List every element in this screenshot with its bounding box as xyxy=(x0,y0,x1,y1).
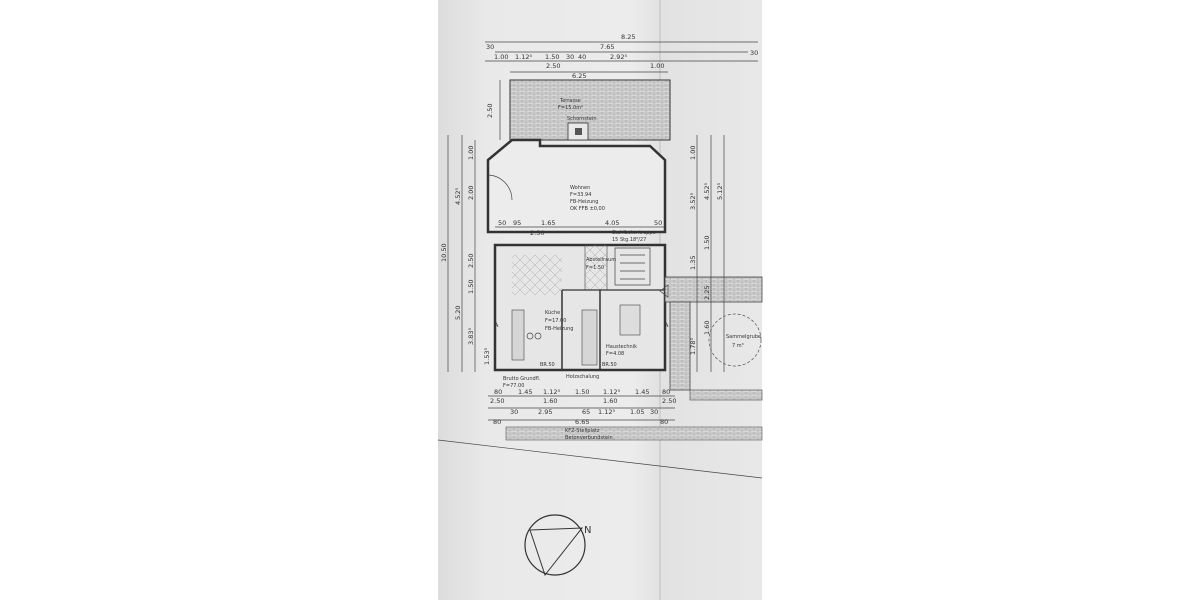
plan-label: F=17.00 xyxy=(545,318,566,324)
plan-label: 2.50 xyxy=(662,397,676,405)
plan-label: 1.60 xyxy=(543,397,557,405)
plan-label: F=33.94 xyxy=(570,192,591,198)
plan-label: Wohnen xyxy=(570,185,590,191)
plan-label: 10.50 xyxy=(440,243,448,262)
cesspit: Sammelgrube 7 m³ xyxy=(708,313,762,367)
right-dimensions: 1.00 3.52⁵ 4.52⁵ 5.12⁵ 1.50 1.35 2.25 1.… xyxy=(689,135,725,372)
plan-label: 3.52⁵ xyxy=(689,193,697,210)
living-room: Wohnen F=33.94 FB-Heizung OK FFB ±0,00 5… xyxy=(486,138,667,243)
plan-label: 3.83⁵ xyxy=(467,328,475,345)
plan-label: 1.60 xyxy=(603,397,617,405)
plan-label: FB-Heizung xyxy=(570,199,598,205)
plan-label: 5.12⁵ xyxy=(716,183,724,200)
left-dimensions: 10.50 4.52⁵ 5.20 3.83⁵ 1.00 2.00 2.50 1.… xyxy=(440,135,491,372)
plan-label: 1.78⁵ xyxy=(689,338,697,355)
north-arrow-icon: N xyxy=(524,514,591,577)
plan-label: 1.50 xyxy=(467,280,475,294)
plan-label: Terrasse xyxy=(559,98,581,104)
plan-label: Abstellraum xyxy=(586,257,616,263)
plan-label: 1.12⁵ xyxy=(515,53,532,61)
plan-label: 2.25 xyxy=(703,286,711,300)
plan-label: Haustechnik xyxy=(606,344,637,350)
bottom-dimensions: 80 1.45 1.12⁵ 1.50 1.12⁵ 1.45 80 2.50 1.… xyxy=(488,388,676,426)
plan-label: 6.25 xyxy=(572,72,586,80)
plan-label: A xyxy=(494,321,499,329)
ground-floor-rooms: Küche F=17.00 FB-Heizung Abstellraum F=1… xyxy=(493,243,669,389)
plan-label: 50 xyxy=(498,219,506,227)
plan-label: OK FFB ±0,00 xyxy=(570,206,605,212)
plan-label: 1.35 xyxy=(689,256,697,270)
plan-label: 40 xyxy=(578,53,586,61)
plan-label: 1.00 xyxy=(650,62,664,70)
plan-label: 80 xyxy=(493,418,501,426)
plan-label: 2.50 xyxy=(530,229,544,237)
plan-label: 15 Stg.18⁶/27 xyxy=(612,237,646,243)
plan-label: 7.65 xyxy=(600,43,614,51)
plan-label: Stahlbetontreppe xyxy=(612,230,656,236)
plan-label: 1.50 xyxy=(545,53,559,61)
plan-label: 2.95 xyxy=(538,408,552,416)
plan-label: 80 xyxy=(660,418,668,426)
plan-label: 1.12⁵ xyxy=(598,408,615,416)
plan-label: 1.53⁵ xyxy=(483,348,491,365)
plan-label: 50 xyxy=(654,219,662,227)
plan-label: 30 xyxy=(566,53,574,61)
plan-label: 1.12⁵ xyxy=(543,388,560,396)
plan-label: A xyxy=(664,321,669,329)
plan-label: Sammelgrube xyxy=(726,334,761,340)
plan-label: F=1.50 xyxy=(586,265,604,271)
plan-label: 2.50 xyxy=(467,254,475,268)
plan-label: Brutto Grundfl. xyxy=(503,376,541,382)
plan-label: 4.52⁵ xyxy=(703,183,711,200)
plan-label: 80 xyxy=(662,388,670,396)
plan-label: 1.00 xyxy=(467,146,475,160)
plan-label: F=77.00 xyxy=(503,383,524,389)
plan-label: 1.50 xyxy=(703,236,711,250)
plan-label: F=4.08 xyxy=(606,351,624,357)
plan-label: 1.45 xyxy=(635,388,649,396)
plan-label: Küche xyxy=(545,310,560,316)
plan-label: Betonverbundstein xyxy=(565,435,613,441)
terrace: 2.50 Terrasse F=15.0m² Schornstein xyxy=(486,79,671,141)
property-line xyxy=(437,439,763,479)
plan-label: 1.50 xyxy=(575,388,589,396)
plan-label: 7 m³ xyxy=(732,343,744,349)
plan-label: 8.25 xyxy=(621,33,635,41)
plan-label: 30 xyxy=(650,408,658,416)
plan-label: Holzschalung xyxy=(566,374,599,380)
plan-label: 30 xyxy=(486,43,494,51)
plan-label: 1.65 xyxy=(541,219,555,227)
plan-label: Schornstein xyxy=(567,116,597,122)
plan-label: 1.12⁵ xyxy=(603,388,620,396)
plan-label: 2.92⁵ xyxy=(610,53,627,61)
plan-label: 2.00 xyxy=(467,186,475,200)
plan-label: 5.20 xyxy=(454,306,462,320)
plan-label: 95 xyxy=(513,219,521,227)
plan-label: 2.50 xyxy=(486,104,494,118)
plan-label: 1.60 xyxy=(703,321,711,335)
plan-label: 4.52⁵ xyxy=(454,188,462,205)
plan-label: N xyxy=(584,525,591,536)
plan-label: 4.05 xyxy=(605,219,619,227)
plan-label: FB-Heizung xyxy=(545,326,573,332)
plan-label: 1.00 xyxy=(689,146,697,160)
plan-label: 1.45 xyxy=(518,388,532,396)
plan-label: 2.50 xyxy=(490,397,504,405)
plan-label: 30 xyxy=(510,408,518,416)
plan-label: BR.50 xyxy=(602,362,617,368)
plan-label: KFZ-Stellplatz xyxy=(565,428,600,434)
plan-label: 2.50 xyxy=(546,62,560,70)
top-dimensions: 8.25 7.65 30 1.00 1.12⁵ 1.50 30 40 2.92⁵… xyxy=(485,33,758,80)
plan-label: 30 xyxy=(750,49,758,57)
plan-label: 65 xyxy=(582,408,590,416)
plan-label: 80 xyxy=(494,388,502,396)
plan-label: 1.05 xyxy=(630,408,644,416)
plan-label: F=15.0m² xyxy=(558,105,583,111)
plan-label: 6.65 xyxy=(575,418,589,426)
plan-label: 1.00 xyxy=(494,53,508,61)
plan-label: BR.50 xyxy=(540,362,555,368)
parking-area: KFZ-Stellplatz Betonverbundstein xyxy=(505,276,763,441)
